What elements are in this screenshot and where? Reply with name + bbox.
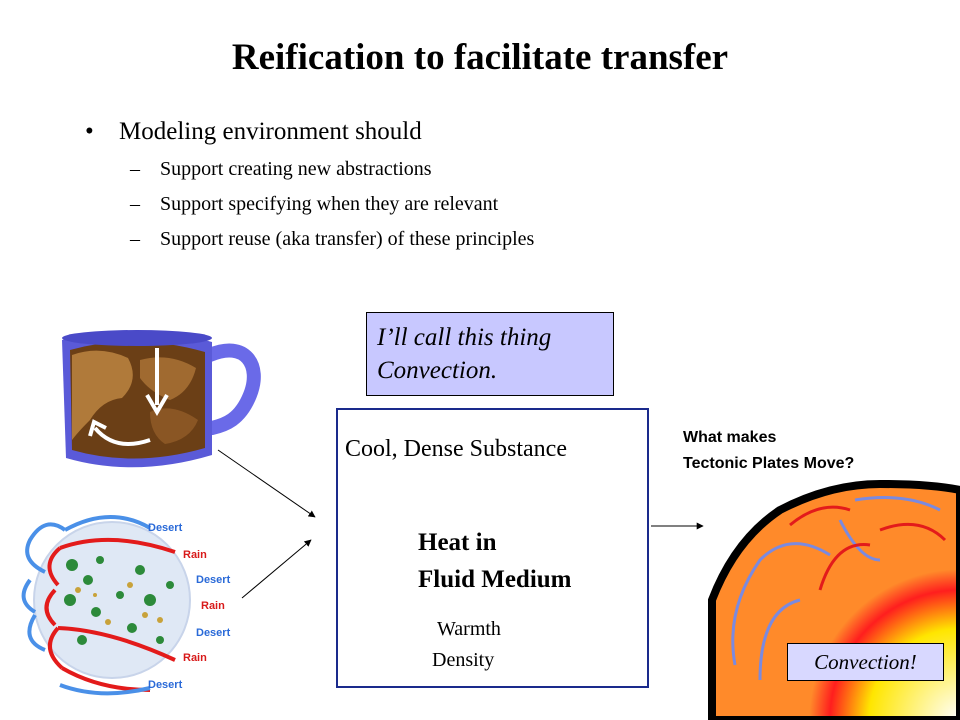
- sub-bullet-item: –Support creating new abstractions: [85, 152, 534, 187]
- coffee-mug-illustration: [62, 330, 261, 468]
- heat-label-line: Heat in: [418, 529, 497, 556]
- sub-bullet-text: Support specifying when they are relevan…: [160, 193, 499, 215]
- bullet-list: •Modeling environment should –Support cr…: [85, 112, 534, 257]
- sub-bullet-marker: –: [130, 158, 140, 180]
- mug-to-concept-arrow: [217, 449, 316, 518]
- tectonic-question: What makes Tectonic Plates Move?: [683, 425, 854, 477]
- globe-label-desert: Desert: [148, 522, 183, 534]
- globe-label-rain: Rain: [183, 549, 207, 561]
- sub-bullet-marker: –: [130, 193, 140, 215]
- warmth-label: Warmth: [437, 618, 501, 640]
- question-line: Tectonic Plates Move?: [683, 455, 855, 472]
- sub-bullet-item: –Support reuse (aka transfer) of these p…: [85, 222, 534, 257]
- callout-line: I’ll call this thing: [377, 324, 552, 351]
- convection-badge: Convection!: [787, 643, 944, 681]
- slide-title: Reification to facilitate transfer: [231, 37, 729, 78]
- earth-cross-section-illustration: [708, 479, 960, 720]
- density-label: Density: [432, 649, 495, 671]
- convection-callout: I’ll call this thing Convection.: [366, 312, 614, 396]
- convection-concept-box: [336, 408, 649, 688]
- sub-bullet-text: Support reuse (aka transfer) of these pr…: [160, 228, 535, 250]
- globe-label-desert: Desert: [148, 679, 183, 691]
- cool-dense-label: Cool, Dense Substance: [345, 436, 567, 462]
- heat-label: Heat in Fluid Medium: [418, 524, 572, 598]
- heat-label-line: Fluid Medium: [418, 566, 572, 593]
- bullet-text: Modeling environment should: [119, 118, 422, 145]
- globe-to-concept-arrow: [241, 539, 312, 599]
- question-line: What makes: [683, 429, 777, 446]
- globe-label-rain: Rain: [201, 600, 225, 612]
- globe-label-desert: Desert: [196, 574, 231, 586]
- sub-bullet-text: Support creating new abstractions: [160, 158, 432, 180]
- globe-label-rain: Rain: [183, 652, 207, 664]
- globe-label-desert: Desert: [196, 627, 231, 639]
- bullet-item: • Modeling environment should: [85, 112, 534, 152]
- sub-bullet-item: –Support specifying when they are releva…: [85, 187, 534, 222]
- callout-line: Convection.: [377, 357, 498, 384]
- bullet-marker: •: [85, 118, 94, 145]
- globe-illustration: [21, 515, 191, 696]
- sub-bullet-marker: –: [130, 228, 140, 250]
